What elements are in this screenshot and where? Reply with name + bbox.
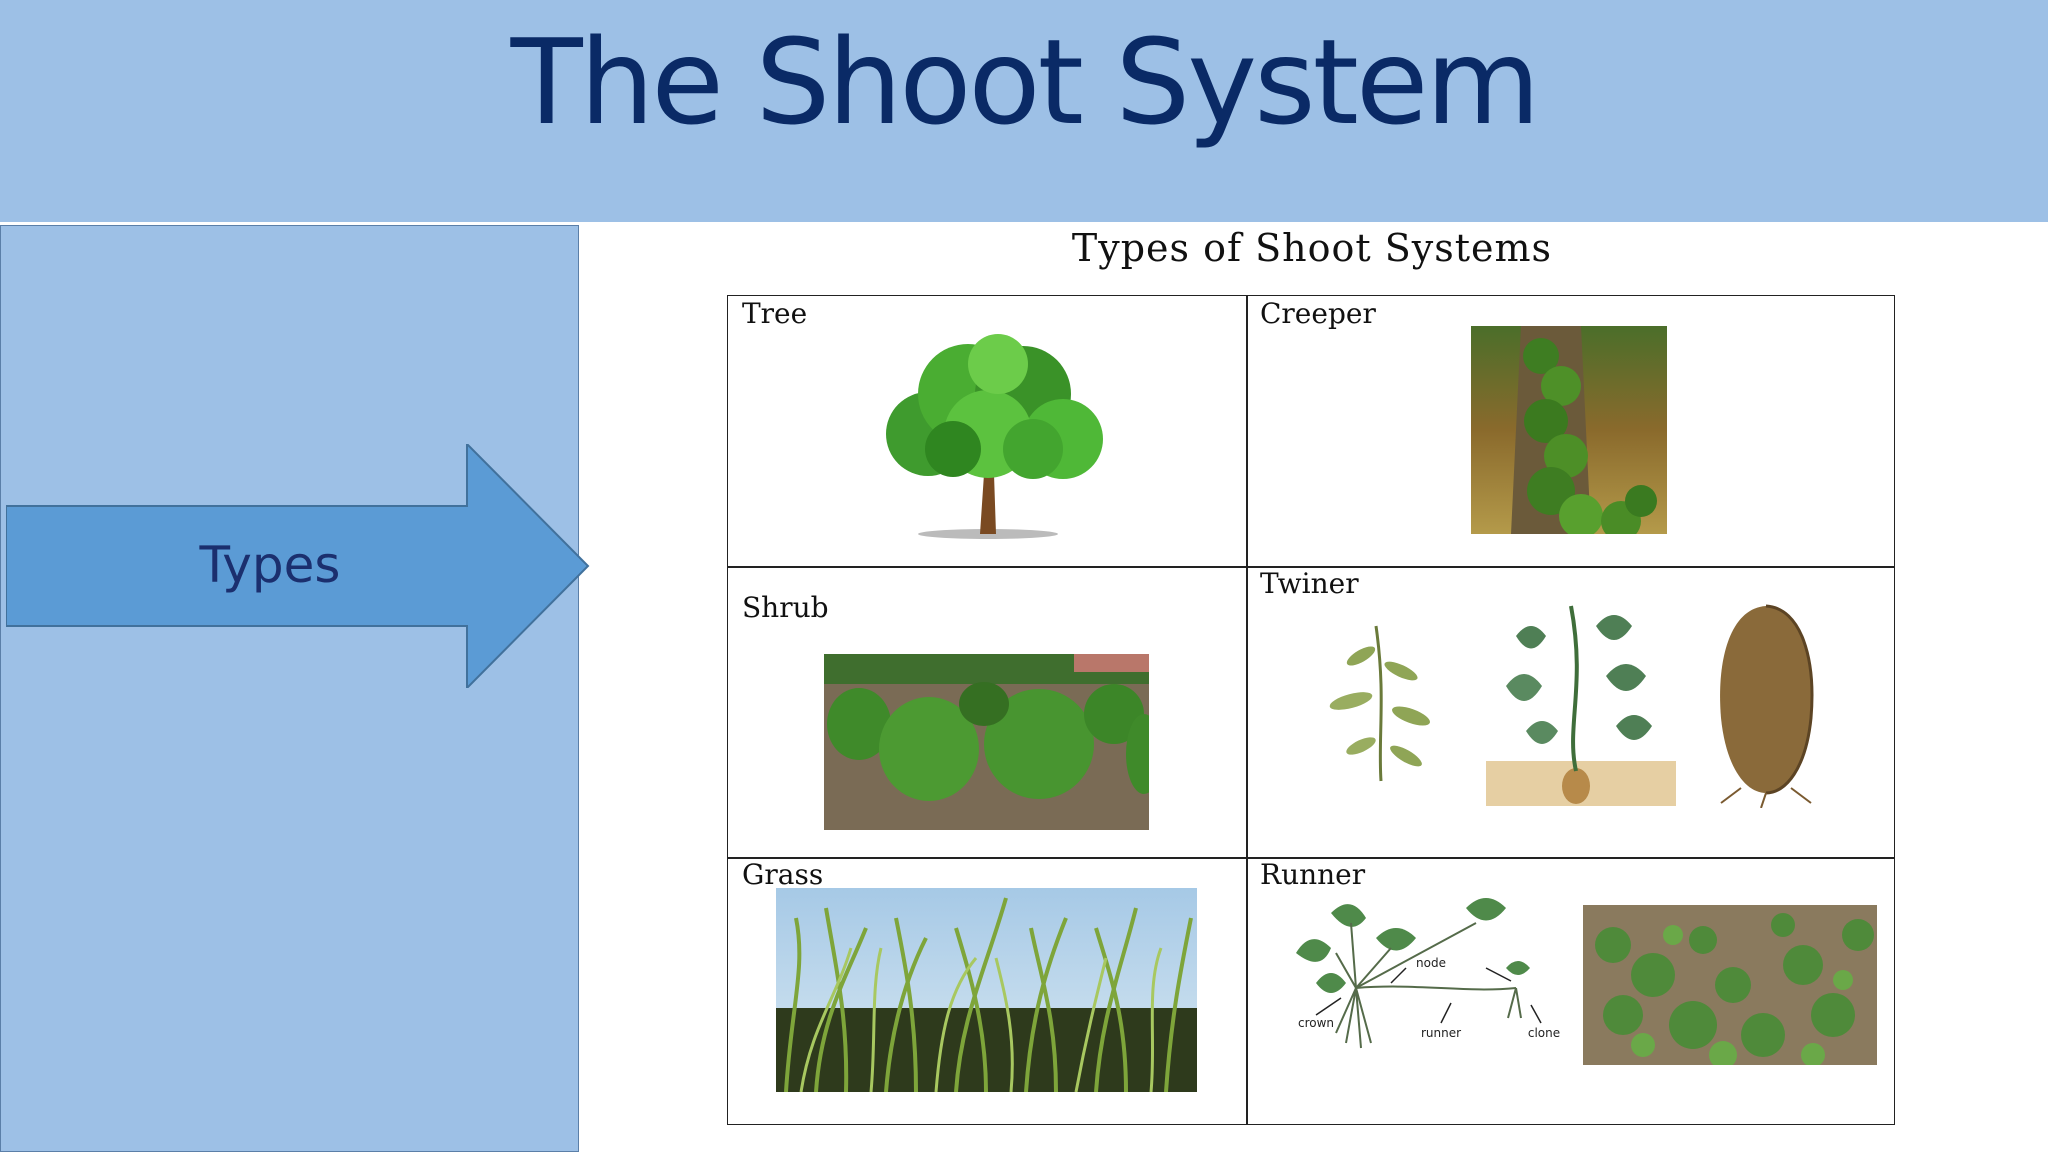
arrow-shape: [6, 444, 590, 688]
side-panel: [0, 225, 579, 1152]
slide-title: The Shoot System: [510, 13, 1541, 151]
cell-creeper: Creeper: [1246, 296, 1896, 566]
runner-photo: [1583, 905, 1877, 1065]
runner-label-node: node: [1416, 956, 1446, 970]
grid-divider-vertical: [1246, 296, 1248, 1124]
grass-photo: [776, 888, 1197, 1092]
tree-illustration: [886, 334, 1103, 539]
grid-divider-horizontal: [728, 566, 1894, 568]
cell-label-creeper: Creeper: [1260, 297, 1376, 330]
cell-tree: Tree: [728, 296, 1246, 566]
cell-grass: Grass: [728, 857, 1246, 1124]
twiner-vine-illustration: [1486, 605, 1676, 806]
shrub-photo: [824, 654, 1149, 830]
table-title: Types of Shoot Systems: [1071, 226, 1553, 270]
grid-divider-horizontal: [728, 857, 1894, 859]
runner-label-clone: clone: [1528, 1026, 1560, 1040]
shoot-types-table: Tree Creeper: [727, 295, 1895, 1125]
twiner-sprig-illustration: [1329, 625, 1430, 782]
creeper-photo: [1471, 326, 1667, 534]
runner-label-crown: crown: [1298, 1016, 1334, 1030]
runner-diagram: node crown runner clone: [1296, 898, 1560, 1049]
cell-twiner: Twiner: [1246, 566, 1896, 857]
cell-label-tree: Tree: [742, 297, 808, 330]
runner-label-runner: runner: [1421, 1026, 1461, 1040]
twiner-tuber-illustration: [1720, 604, 1814, 808]
cell-label-twiner: Twiner: [1260, 567, 1359, 600]
header-band: [0, 0, 2048, 222]
cell-shrub: Shrub: [728, 566, 1246, 857]
cell-label-runner: Runner: [1260, 858, 1366, 891]
cell-runner: Runner node: [1246, 857, 1896, 1124]
arrow-label: Types: [199, 536, 341, 594]
cell-label-grass: Grass: [742, 858, 824, 891]
cell-label-shrub: Shrub: [742, 591, 829, 624]
